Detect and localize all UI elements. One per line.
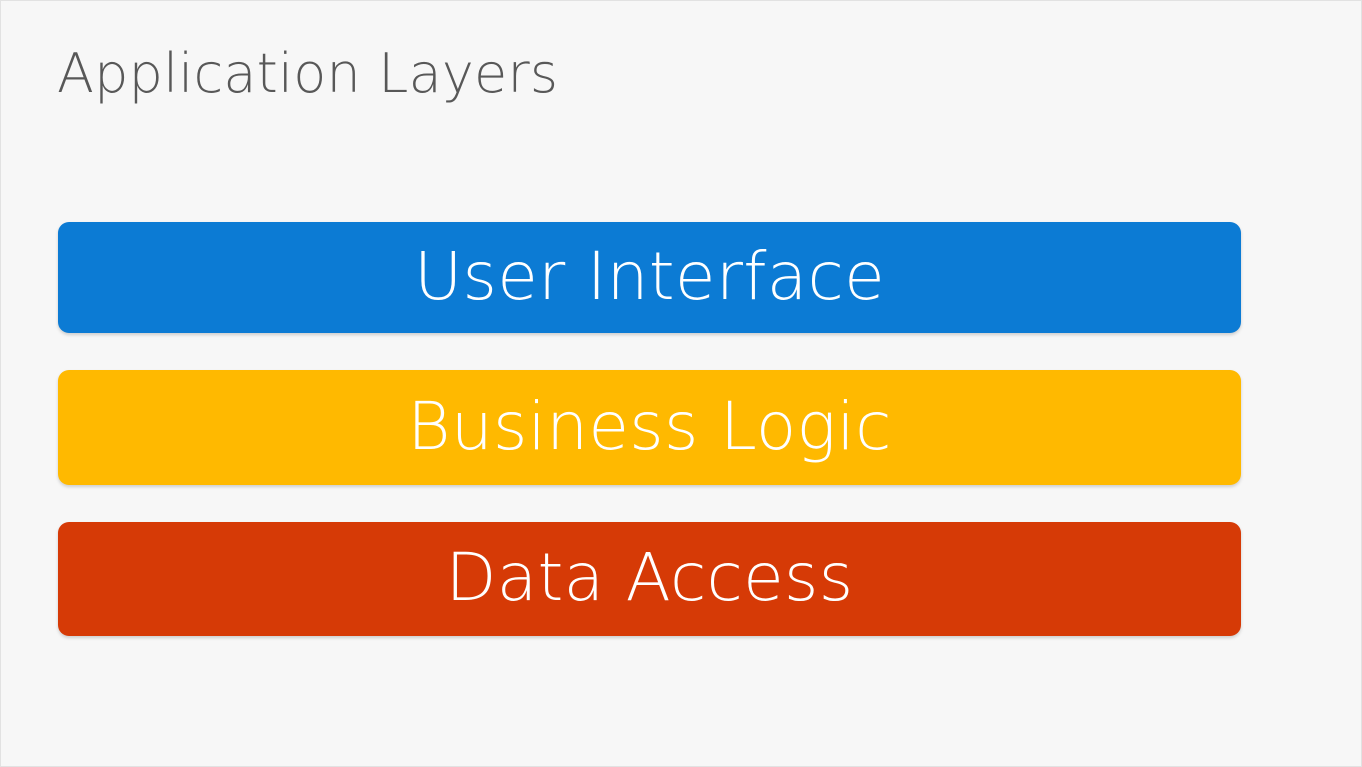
layer-bar-business-logic[interactable]: Business Logic: [58, 370, 1241, 485]
layer-stack: User Interface Business Logic Data Acces…: [58, 222, 1241, 636]
page-title: Application Layers: [57, 42, 559, 105]
layer-bar-data-access[interactable]: Data Access: [58, 522, 1241, 636]
layer-bar-user-interface[interactable]: User Interface: [58, 222, 1241, 333]
layer-label: User Interface: [413, 237, 886, 315]
layer-label: Business Logic: [407, 387, 892, 465]
layer-label: Data Access: [445, 539, 854, 616]
